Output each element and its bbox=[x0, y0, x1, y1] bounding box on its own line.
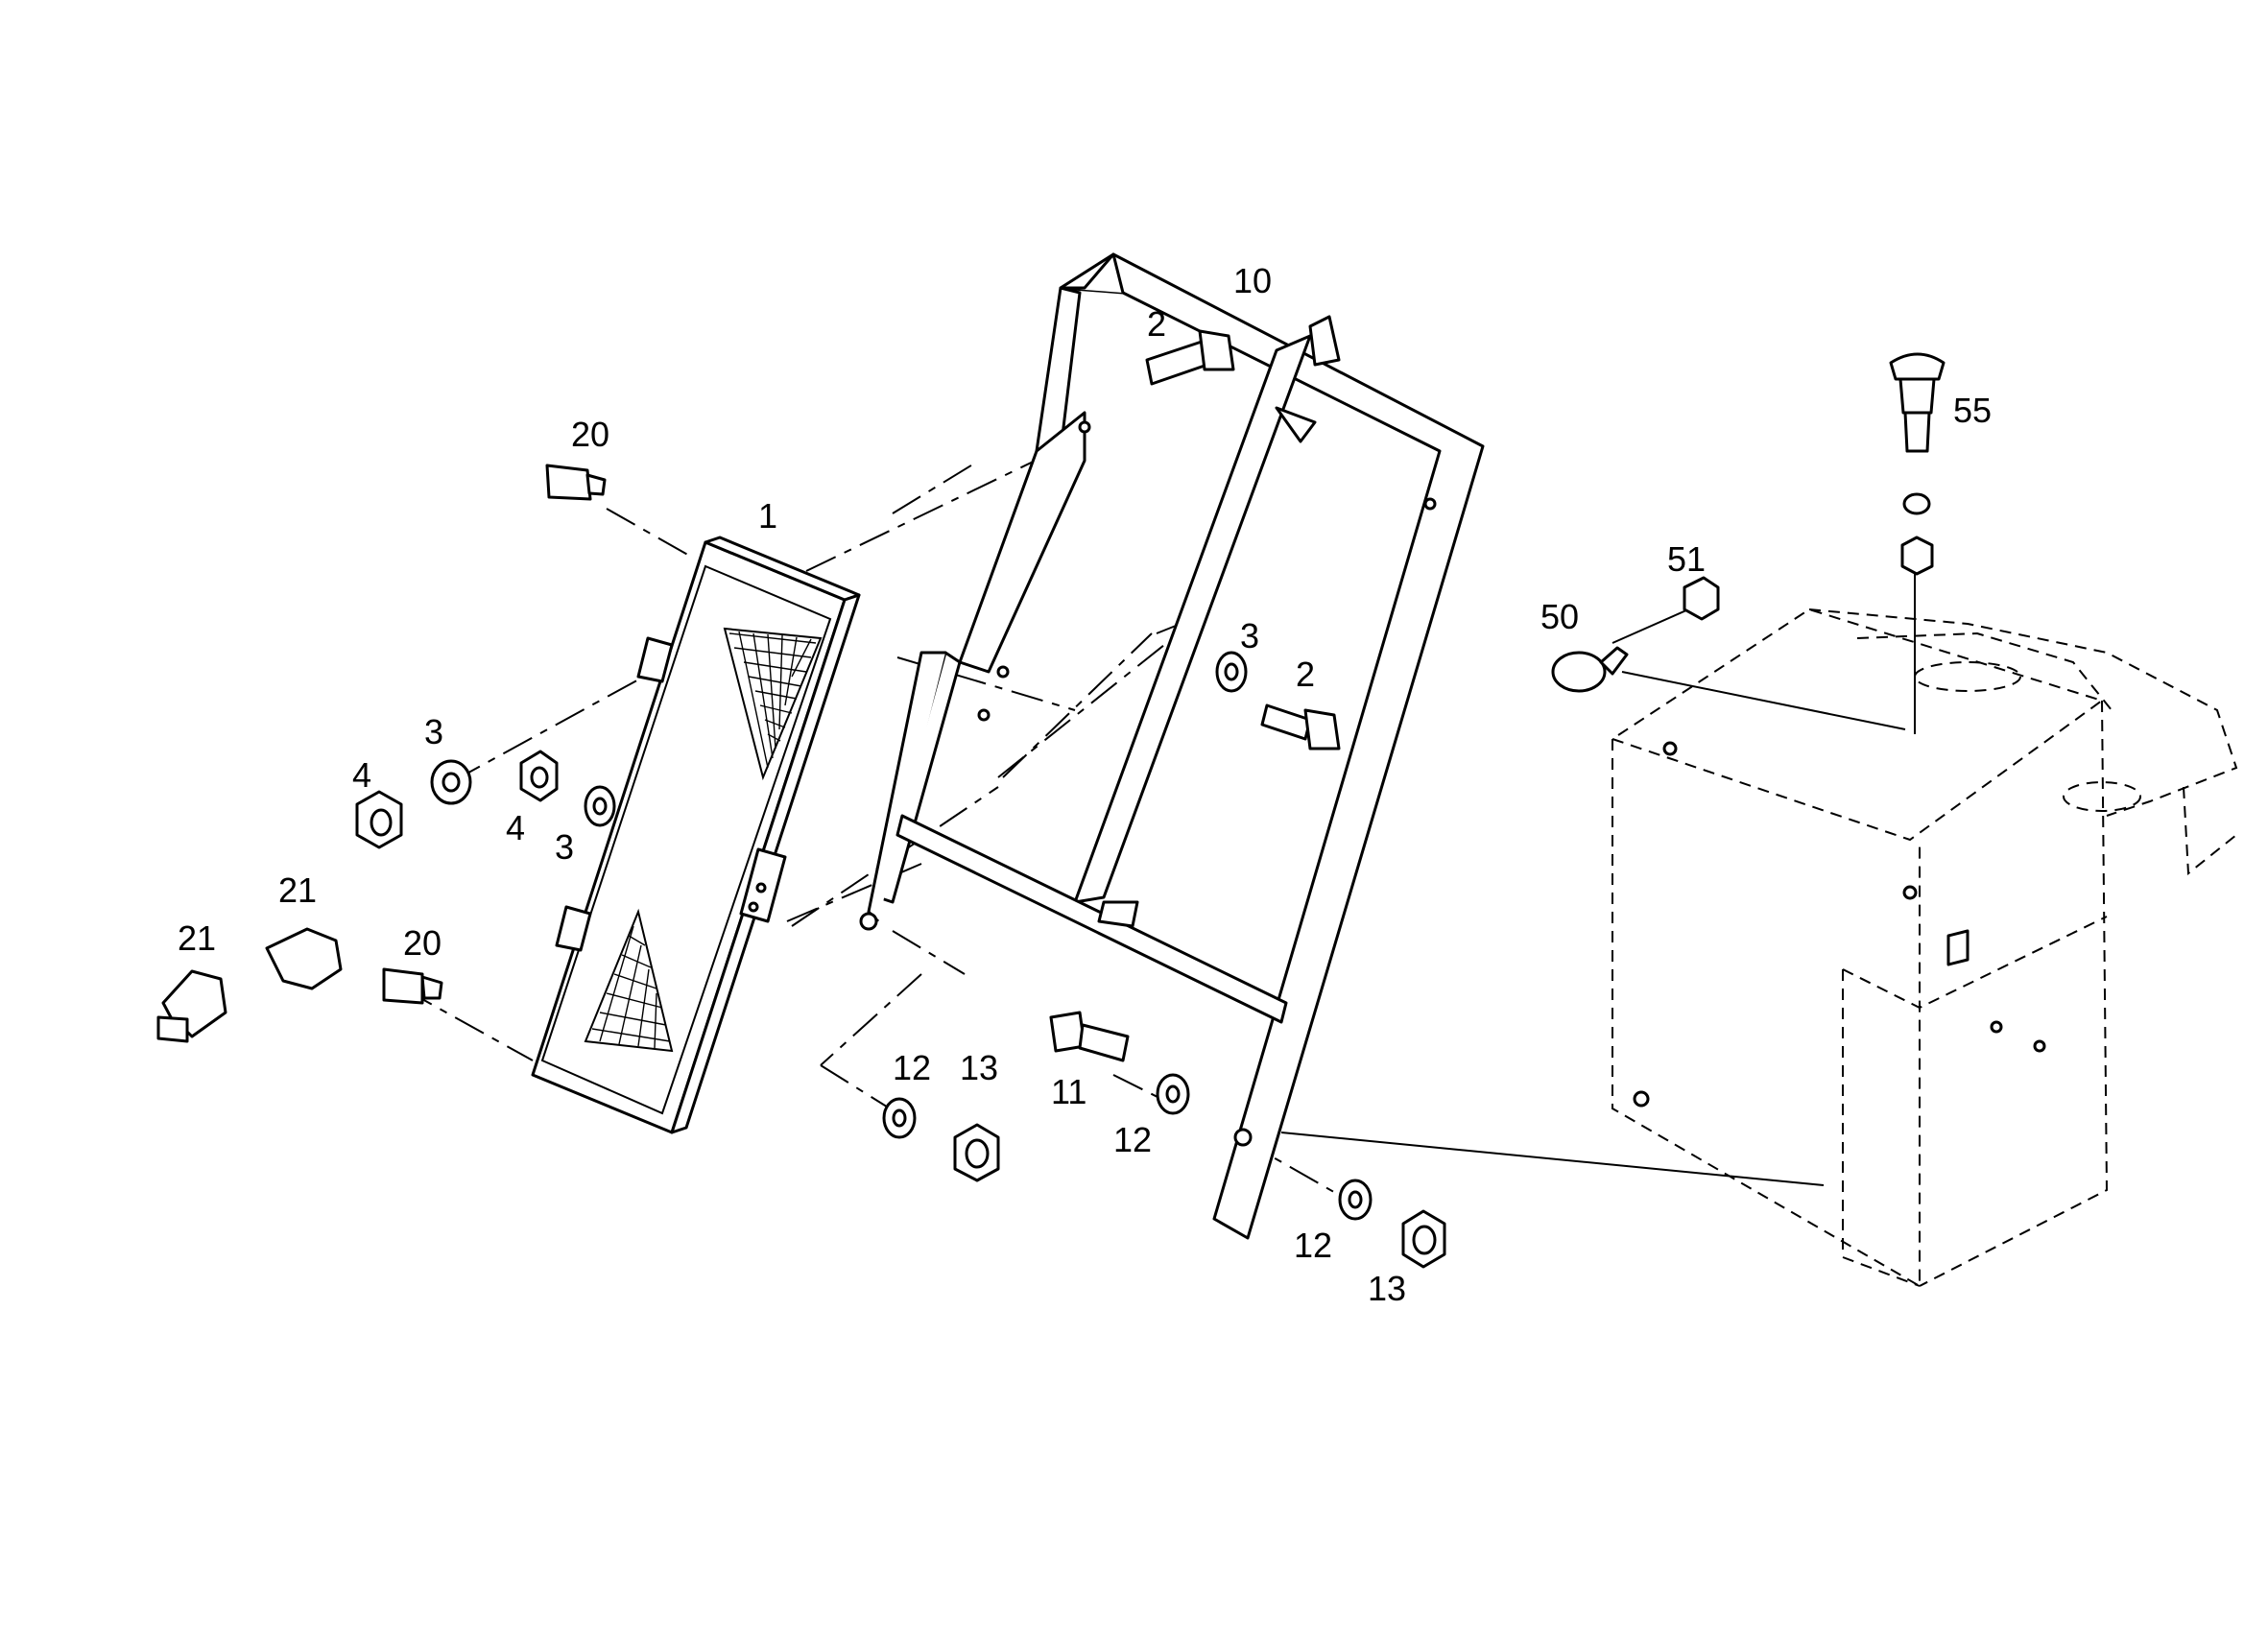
callout-11: 11 bbox=[1051, 1072, 1086, 1111]
callout-10: 10 bbox=[1233, 261, 1272, 300]
callout-1: 1 bbox=[758, 496, 777, 536]
callout-2: 2 bbox=[1147, 304, 1166, 344]
hardware bbox=[156, 329, 1946, 1269]
callout-labels: 1 2 2 3 3 3 4 4 10 11 12 12 12 13 13 20 … bbox=[178, 261, 1992, 1308]
callout-21: 21 bbox=[178, 918, 216, 958]
support-frame bbox=[859, 252, 1485, 1240]
callout-2: 2 bbox=[1296, 655, 1315, 694]
callout-50: 50 bbox=[1540, 597, 1579, 636]
callout-20: 20 bbox=[571, 415, 609, 454]
mesh-pattern bbox=[584, 627, 823, 1053]
callout-12: 12 bbox=[1294, 1226, 1332, 1265]
callout-3: 3 bbox=[1240, 616, 1259, 655]
callout-12: 12 bbox=[1113, 1120, 1152, 1159]
callout-21: 21 bbox=[278, 870, 317, 910]
callout-13: 13 bbox=[1368, 1269, 1406, 1308]
callout-4: 4 bbox=[506, 808, 525, 847]
callout-3: 3 bbox=[424, 712, 443, 751]
callout-12: 12 bbox=[893, 1048, 931, 1087]
callout-3: 3 bbox=[555, 827, 574, 867]
callout-4: 4 bbox=[352, 755, 371, 795]
callout-51: 51 bbox=[1667, 539, 1706, 579]
callout-13: 13 bbox=[960, 1048, 998, 1087]
cooler-radiator bbox=[531, 536, 861, 1134]
callout-55: 55 bbox=[1953, 391, 1992, 430]
tank-housing bbox=[1610, 608, 2238, 1288]
callout-20: 20 bbox=[403, 923, 442, 963]
